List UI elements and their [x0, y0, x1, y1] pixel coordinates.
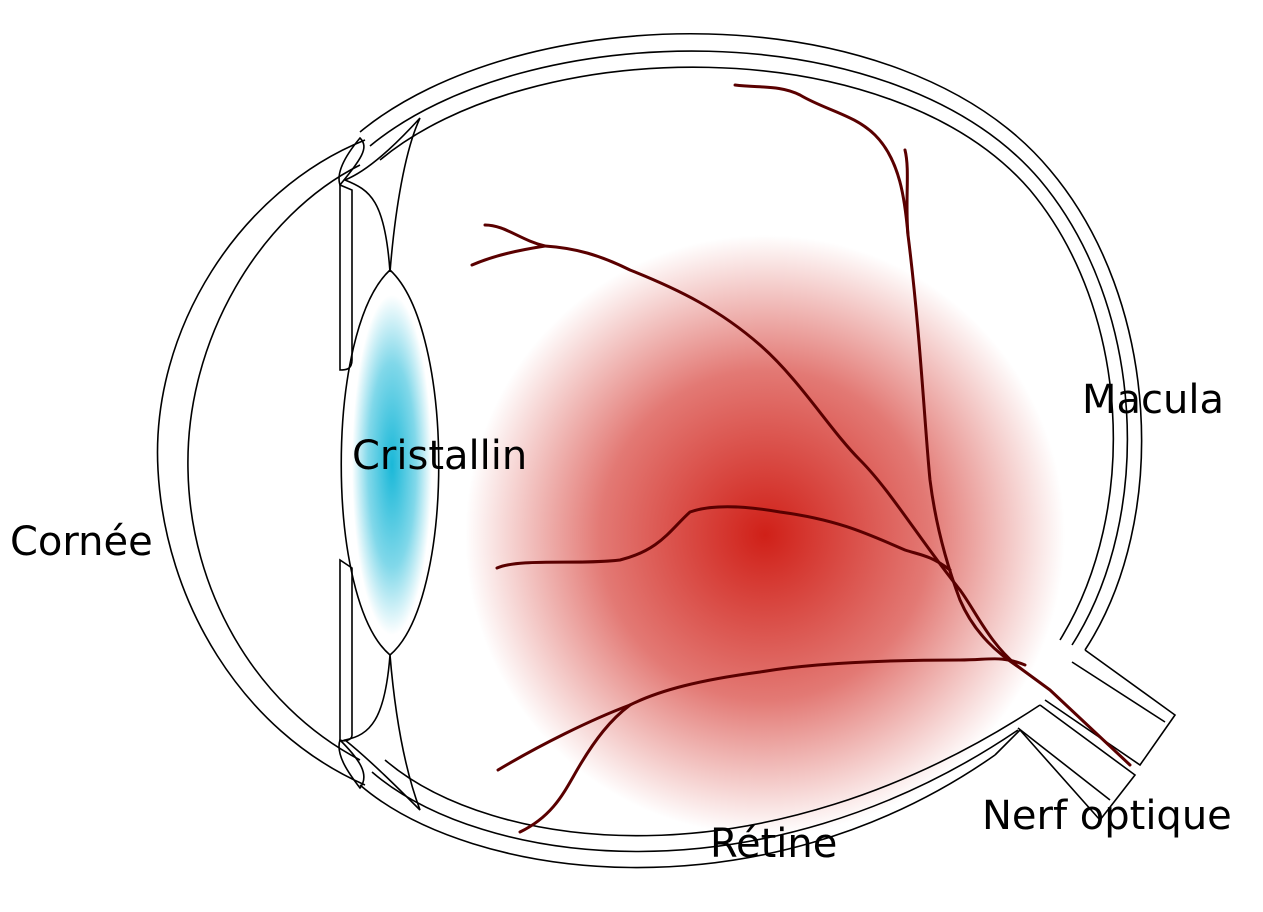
label-macula: Macula: [1082, 377, 1224, 423]
label-optic-nerve: Nerf optique: [982, 793, 1232, 839]
label-lens: Cristallin: [352, 433, 527, 479]
label-retina: Rétine: [710, 821, 837, 867]
cornea-outline: [158, 138, 365, 788]
label-cornea: Cornée: [10, 519, 153, 565]
